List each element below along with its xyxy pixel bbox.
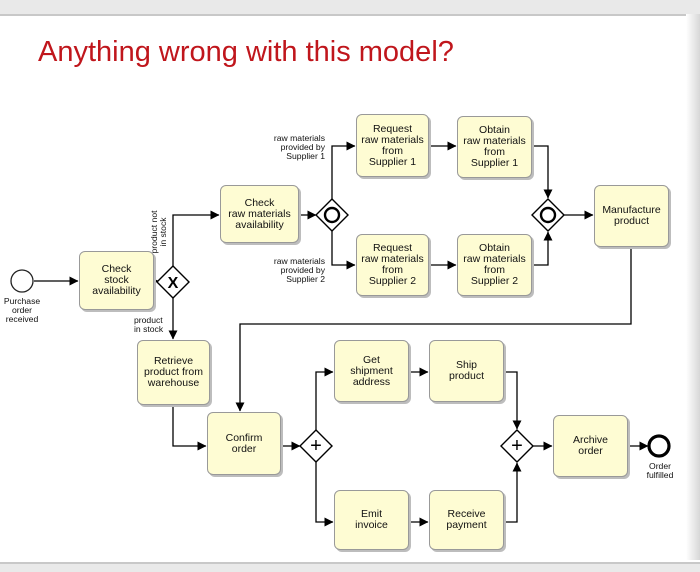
task-check-stock-availability: Check stock availability <box>79 251 154 310</box>
task-receive-payment: Receive payment <box>429 490 504 550</box>
xor-gateway-supplier-join <box>531 198 565 232</box>
and-gateway-split <box>299 429 333 463</box>
flow-obtain-s2-to-join <box>532 231 553 266</box>
start-event <box>10 269 34 293</box>
xor-marker: X <box>168 275 179 292</box>
condition-supplier-1: raw materials provided by Supplier 1 <box>273 133 325 161</box>
flow-and-split-to-emit-invoice <box>315 462 334 527</box>
flow-split-to-request-s1 <box>331 141 356 199</box>
condition-supplier-2: raw materials provided by Supplier 2 <box>273 256 325 284</box>
flow-receive-to-and-join <box>504 462 522 523</box>
event-based-marker-split <box>323 206 341 224</box>
task-manufacture-product: Manufacture product <box>594 185 669 247</box>
xor-gateway-supplier-split <box>315 198 349 232</box>
task-request-supplier-1: Request raw materials from Supplier 1 <box>356 114 429 177</box>
slide-title: Anything wrong with this model? <box>38 36 454 68</box>
flow-split-to-request-s2 <box>331 231 356 270</box>
task-get-shipment-address: Get shipment address <box>334 340 409 402</box>
flow-manufacture-to-confirm <box>235 247 632 412</box>
end-event <box>647 434 671 458</box>
flow-and-split-to-get-address <box>315 367 334 430</box>
flow-obtain-s1-to-join <box>532 145 553 199</box>
task-check-raw-materials: Check raw materials availability <box>220 185 299 243</box>
xor-gateway-stock <box>156 265 190 299</box>
task-ship-product: Ship product <box>429 340 504 402</box>
task-confirm-order: Confirm order <box>207 412 281 475</box>
task-archive-order: Archive order <box>553 415 628 477</box>
event-based-marker-join <box>539 206 557 224</box>
task-retrieve-from-warehouse: Retrieve product from warehouse <box>137 340 210 405</box>
start-event-label: Purchase order received <box>3 296 41 324</box>
task-obtain-supplier-2: Obtain raw materials from Supplier 2 <box>457 234 532 296</box>
task-request-supplier-2: Request raw materials from Supplier 2 <box>356 234 429 296</box>
flow-retrieve-to-confirm <box>172 405 207 451</box>
flow-xor-to-check-raw <box>172 210 220 266</box>
task-emit-invoice: Emit invoice <box>334 490 409 550</box>
and-join-marker: + <box>511 435 523 457</box>
and-split-marker: + <box>310 435 322 457</box>
condition-product-in-stock: product in stock <box>134 315 164 334</box>
flow-ship-to-and-join <box>504 371 522 430</box>
task-obtain-supplier-1: Obtain raw materials from Supplier 1 <box>457 116 532 178</box>
and-gateway-join <box>500 429 534 463</box>
slide-edge-shadow <box>686 14 700 560</box>
end-event-label: Order fulfilled <box>646 461 674 480</box>
condition-product-not-in-stock: product not in stock <box>149 210 168 254</box>
